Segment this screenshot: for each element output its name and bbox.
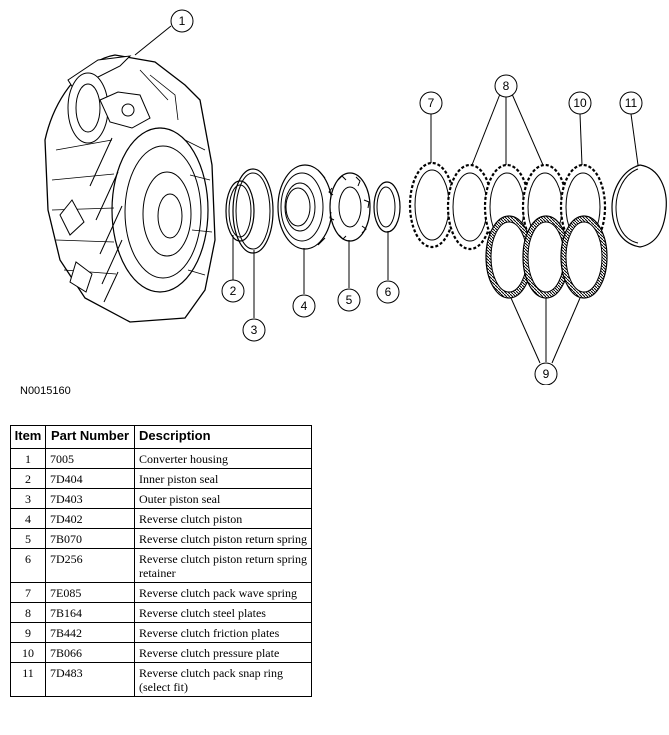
table-header-row: Item Part Number Description <box>10 425 312 449</box>
table-row: 4 7D402 Reverse clutch piston <box>10 508 312 529</box>
table-row: 3 7D403 Outer piston seal <box>10 488 312 509</box>
callout-label-2: 2 <box>230 284 237 298</box>
callout-10 <box>568 91 592 115</box>
item-cell: 7 <box>10 582 46 603</box>
callout-1 <box>170 9 194 33</box>
item-cell: 4 <box>10 508 46 529</box>
part-number-cell: 7B164 <box>45 602 135 623</box>
table-row: 7 7E085 Reverse clutch pack wave spring <box>10 582 312 603</box>
callout-label-3: 3 <box>251 323 258 337</box>
description-cell: Inner piston seal <box>134 468 312 489</box>
callout-label-11: 11 <box>625 96 638 110</box>
header-description: Description <box>134 425 312 449</box>
item-cell: 5 <box>10 528 46 549</box>
part-number-cell: 7B066 <box>45 642 135 663</box>
item-cell: 10 <box>10 642 46 663</box>
item-cell: 6 <box>10 548 46 583</box>
part-number-cell: 7D403 <box>45 488 135 509</box>
snap-ring-drawing <box>611 164 667 248</box>
description-cell: Outer piston seal <box>134 488 312 509</box>
table-row: 11 7D483 Reverse clutch pack snap ring (… <box>10 662 312 697</box>
converter-housing-drawing <box>44 54 216 323</box>
callout-4 <box>292 294 316 318</box>
header-part-number: Part Number <box>45 425 135 449</box>
table-row: 9 7B442 Reverse clutch friction plates <box>10 622 312 643</box>
callout-6 <box>376 280 400 304</box>
item-cell: 3 <box>10 488 46 509</box>
callout-label-6: 6 <box>385 285 392 299</box>
description-cell: Reverse clutch steel plates <box>134 602 312 623</box>
table-row: 6 7D256 Reverse clutch piston return spr… <box>10 548 312 583</box>
description-cell: Reverse clutch piston <box>134 508 312 529</box>
part-number-cell: 7B070 <box>45 528 135 549</box>
item-cell: 8 <box>10 602 46 623</box>
callout-label-4: 4 <box>301 299 308 313</box>
friction-plates-drawing <box>485 215 608 299</box>
table-row: 1 7005 Converter housing <box>10 448 312 469</box>
description-cell: Reverse clutch pack wave spring <box>134 582 312 603</box>
figure-id: N0015160 <box>20 385 71 397</box>
header-item: Item <box>10 425 46 449</box>
piston-seals-drawing <box>225 168 274 254</box>
callout-8 <box>494 74 518 98</box>
part-number-cell: 7D483 <box>45 662 135 697</box>
exploded-view-diagram: 1 2 3 4 5 6 7 8 9 10 11 <box>44 9 667 386</box>
reverse-clutch-piston-drawing <box>277 164 333 250</box>
callout-label-1: 1 <box>179 14 186 28</box>
spring-retainer-drawing <box>373 181 401 233</box>
description-cell: Converter housing <box>134 448 312 469</box>
table-row: 5 7B070 Reverse clutch piston return spr… <box>10 528 312 549</box>
description-cell: Reverse clutch pressure plate <box>134 642 312 663</box>
leader-lines <box>134 25 639 364</box>
callout-label-8: 8 <box>503 79 510 93</box>
description-cell: Reverse clutch pack snap ring (select fi… <box>134 662 312 697</box>
return-spring-drawing <box>328 172 371 242</box>
table-row: 10 7B066 Reverse clutch pressure plate <box>10 642 312 663</box>
part-number-cell: 7005 <box>45 448 135 469</box>
callout-11 <box>619 91 643 115</box>
item-cell: 9 <box>10 622 46 643</box>
callout-3 <box>242 318 266 342</box>
callout-circles <box>170 9 643 386</box>
part-number-cell: 7D402 <box>45 508 135 529</box>
description-cell: Reverse clutch piston return spring reta… <box>134 548 312 583</box>
item-cell: 2 <box>10 468 46 489</box>
description-cell: Reverse clutch friction plates <box>134 622 312 643</box>
item-cell: 11 <box>10 662 46 697</box>
part-number-cell: 7D404 <box>45 468 135 489</box>
callout-2 <box>221 279 245 303</box>
description-cell: Reverse clutch piston return spring <box>134 528 312 549</box>
callout-label-5: 5 <box>346 293 353 307</box>
part-number-cell: 7E085 <box>45 582 135 603</box>
callout-7 <box>419 91 443 115</box>
table-row: 8 7B164 Reverse clutch steel plates <box>10 602 312 623</box>
wave-spring-drawing <box>408 161 456 249</box>
item-cell: 1 <box>10 448 46 469</box>
part-number-cell: 7D256 <box>45 548 135 583</box>
callout-label-10: 10 <box>573 96 587 110</box>
callout-label-7: 7 <box>428 96 435 110</box>
table-row: 2 7D404 Inner piston seal <box>10 468 312 489</box>
part-number-cell: 7B442 <box>45 622 135 643</box>
callout-5 <box>337 288 361 312</box>
callout-label-9: 9 <box>543 367 550 381</box>
parts-table: Item Part Number Description 1 7005 Conv… <box>10 425 312 697</box>
